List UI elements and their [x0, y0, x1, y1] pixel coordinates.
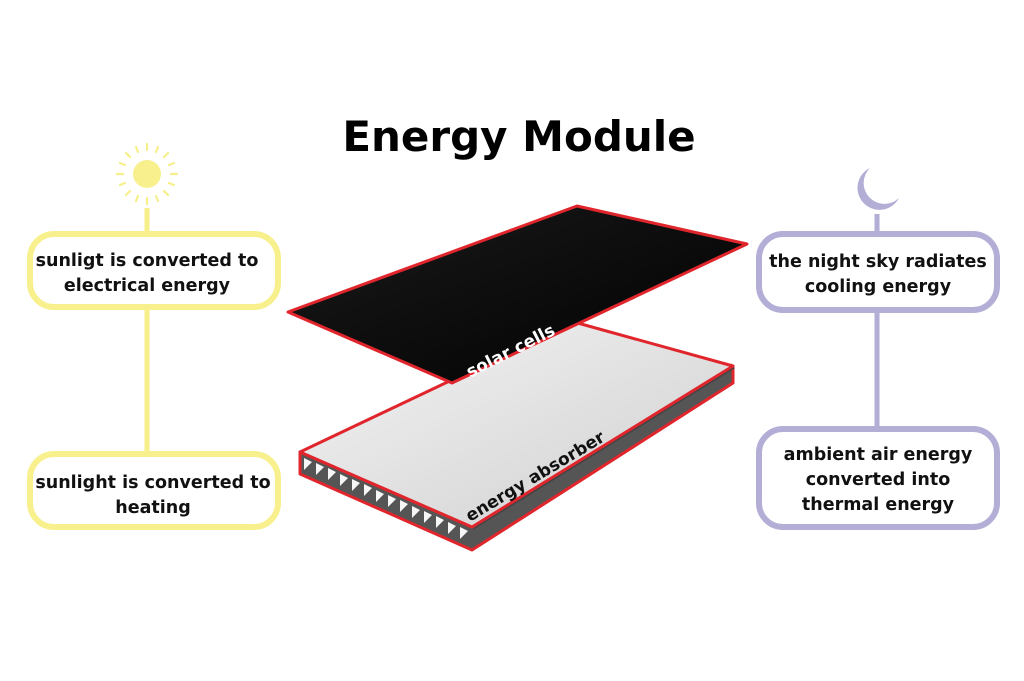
- left-bottom-callout: sunlight is converted to heating: [27, 451, 281, 530]
- callout-line: ambient air energy: [784, 445, 973, 465]
- crescent-moon-icon: [857, 168, 899, 210]
- callout-line: electrical energy: [64, 276, 231, 296]
- callout-line: sunligt is converted to: [36, 251, 259, 271]
- callout-line: sunlight is converted to: [35, 473, 270, 493]
- callout-line: converted into: [806, 470, 950, 490]
- page-title: Energy Module: [342, 112, 695, 161]
- energy-absorber-layer: energy absorber: [298, 320, 735, 552]
- right-bottom-callout: ambient air energy converted into therma…: [756, 426, 1000, 530]
- callout-line: thermal energy: [802, 495, 955, 515]
- sun-icon: [115, 142, 179, 206]
- callout-line: heating: [115, 498, 191, 518]
- callout-line: cooling energy: [805, 277, 952, 297]
- left-top-callout: sunligt is converted to electrical energ…: [27, 231, 281, 310]
- callout-line: the night sky radiates: [769, 252, 987, 272]
- right-top-callout: the night sky radiates cooling energy: [756, 231, 1000, 313]
- absorber-edge-ribs: [304, 458, 468, 539]
